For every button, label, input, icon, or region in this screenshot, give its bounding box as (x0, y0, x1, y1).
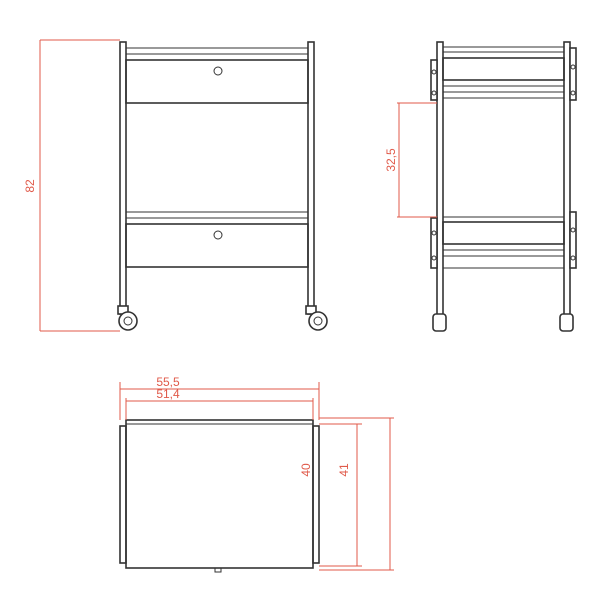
top-view (119, 419, 320, 573)
width-outer-label: 55,5 (156, 375, 180, 389)
side-view (430, 41, 577, 332)
depth-inner-dimension: 40 (299, 423, 362, 567)
upper-drawer-knob (213, 66, 223, 76)
front-right-caster (305, 305, 328, 331)
lower-drawer (125, 223, 309, 268)
depth-outer-dimension: 41 (319, 417, 394, 571)
top-drawer-handle (214, 567, 222, 573)
top-surface (125, 419, 314, 569)
shelf-gap-label: 32,5 (384, 148, 398, 172)
front-left-leg (119, 41, 127, 315)
side-left-caster (432, 313, 447, 332)
front-right-leg (307, 41, 315, 315)
side-right-leg (563, 41, 571, 319)
lower-drawer-knob (213, 230, 223, 240)
width-inner-dimension: 51,4 (125, 387, 314, 420)
height-dimension: 82 (23, 39, 120, 332)
top-left-leg (119, 425, 127, 564)
upper-drawer (125, 59, 309, 104)
depth-inner-label: 40 (299, 463, 313, 477)
side-right-caster (559, 313, 574, 332)
front-left-caster (117, 305, 138, 331)
width-inner-label: 51,4 (156, 387, 180, 401)
top-right-leg (312, 425, 320, 564)
side-left-leg (436, 41, 444, 319)
depth-outer-label: 41 (337, 463, 351, 477)
side-upper-drawer (442, 57, 565, 81)
shelf-gap-dimension: 32,5 (384, 102, 437, 218)
width-outer-dimension: 55,5 (119, 375, 320, 420)
height-label: 82 (23, 179, 37, 193)
side-lower-drawer (442, 221, 565, 245)
front-view (117, 41, 328, 331)
